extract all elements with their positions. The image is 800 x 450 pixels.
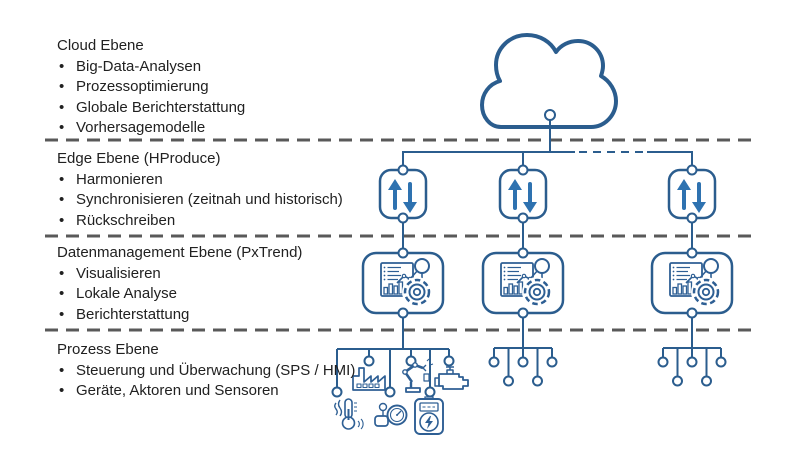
bullet-item: • Visualisieren: [57, 264, 387, 285]
layer-edge-text: Edge Ebene (HProduce) • Harmonieren • Sync…: [57, 149, 387, 231]
layer-bullets: • Visualisieren • Lokale Analyse • Berichte…: [57, 264, 387, 326]
bullet-item: • Prozessoptimierung: [57, 77, 387, 98]
layer-cloud-text: Cloud Ebene • Big-Data-Analysen • Prozesso…: [57, 36, 387, 139]
bullet-text: Synchronisieren (zeitnah und historisch): [76, 191, 343, 208]
bullet-text: Rückschreiben: [76, 211, 176, 229]
robot-arm-icon: [402, 358, 434, 393]
layer-title: Prozess Ebene: [57, 341, 159, 358]
bullet-text: Lokale Analyse: [76, 285, 177, 302]
factory-icon: [352, 367, 386, 391]
layer-bullets: • Big-Data-Analysen • Prozessoptimierung •…: [57, 57, 387, 139]
bullet-text: Big-Data-Analysen: [76, 57, 202, 75]
device-cluster-2: [488, 316, 558, 387]
energy-meter-icon: [414, 396, 444, 435]
layer-process-text: Prozess Ebene • Steuerung und Überwachung…: [57, 340, 387, 402]
pressure-gauge-icon: [374, 402, 408, 427]
bullet-marker: •: [59, 119, 65, 136]
bullet-text: Vorhersagemodelle: [76, 119, 206, 136]
bullet-text: Globale Berichterstattung: [76, 98, 246, 116]
bullet-item: • Synchronisieren (zeitnah und historisch…: [57, 190, 387, 211]
thermometer-icon: [334, 398, 364, 430]
bullet-marker: •: [59, 170, 65, 188]
bullet-item: • Rückschreiben: [57, 211, 387, 232]
bullet-item: • Big-Data-Analysen: [57, 57, 387, 78]
layer-title: Datenmanagement Ebene (PxTrend): [57, 244, 303, 261]
bullet-marker: •: [59, 305, 65, 323]
bullet-marker: •: [59, 382, 65, 399]
pxtrend-node-2: [481, 247, 565, 319]
layer-bullets: • Harmonieren • Synchronisieren (zeitnah u…: [57, 170, 387, 232]
bullet-item: • Vorhersagemodelle: [57, 118, 387, 139]
bullet-text: Steuerung und Überwachung (SPS / HMI): [76, 361, 356, 379]
bullet-item: • Geräte, Aktoren und Sensoren: [57, 381, 387, 402]
bullet-marker: •: [59, 98, 65, 116]
process-junctions-1: [331, 355, 455, 398]
engine-icon: [434, 366, 469, 390]
bullet-text: Harmonieren: [76, 170, 163, 188]
process-bus-1: [336, 348, 450, 388]
bullet-text: Visualisieren: [76, 264, 161, 282]
connector-lines: [336, 120, 693, 388]
cloud-junction-dot: [544, 109, 556, 121]
bullet-marker: •: [59, 211, 65, 229]
layer-title: Cloud Ebene: [57, 37, 144, 54]
layer-separators: [45, 138, 754, 332]
cloud-icon: [480, 33, 618, 129]
bullet-item: • Globale Berichterstattung: [57, 98, 387, 119]
bullet-marker: •: [59, 57, 65, 75]
bullet-text: Prozessoptimierung: [76, 78, 209, 95]
bullet-item: • Harmonieren: [57, 170, 387, 191]
layer-title: Edge Ebene (HProduce): [57, 150, 221, 167]
bullet-marker: •: [59, 361, 65, 379]
bullet-marker: •: [59, 191, 65, 208]
device-cluster-3: [657, 316, 727, 387]
sync-node-3: [667, 163, 717, 225]
edge-bus-line: [402, 151, 693, 166]
bullet-marker: •: [59, 264, 65, 282]
bullet-marker: •: [59, 285, 65, 302]
layer-bullets: • Steuerung und Überwachung (SPS / HMI) •…: [57, 361, 387, 402]
layer-datamanagement-text: Datenmanagement Ebene (PxTrend) • Visuali…: [57, 243, 387, 325]
pxtrend-node-3: [650, 247, 734, 319]
bullet-marker: •: [59, 78, 65, 95]
bullet-item: • Lokale Analyse: [57, 284, 387, 305]
bullet-item: • Berichterstattung: [57, 305, 387, 326]
bullet-item: • Steuerung und Überwachung (SPS / HMI): [57, 361, 387, 382]
edge-to-data-stems: [402, 222, 693, 249]
sync-node-2: [498, 163, 548, 225]
bullet-text: Geräte, Aktoren und Sensoren: [76, 382, 279, 399]
bullet-text: Berichterstattung: [76, 305, 190, 323]
